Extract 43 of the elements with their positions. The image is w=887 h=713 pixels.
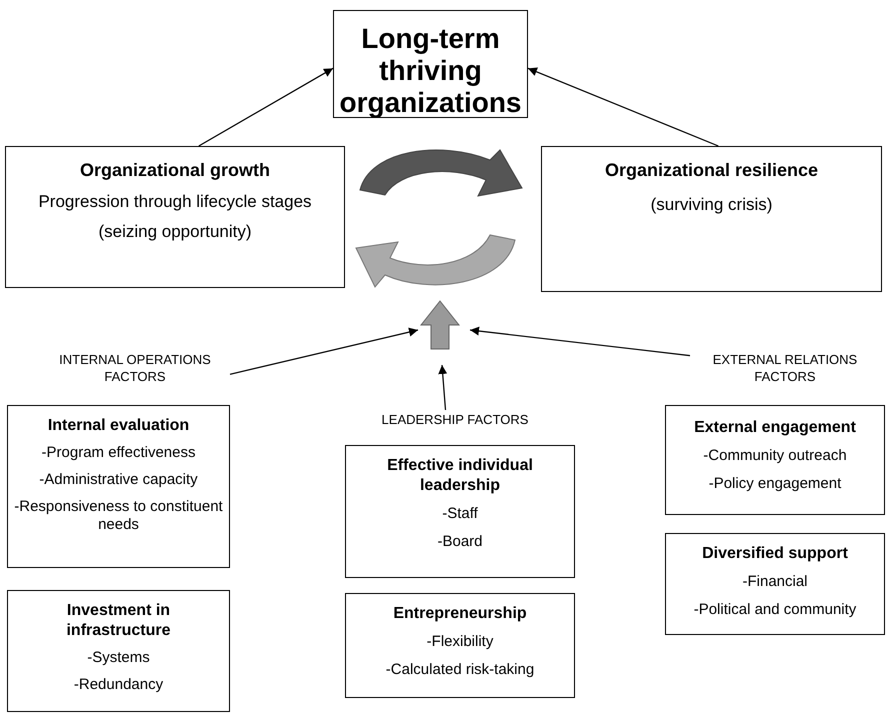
box-text: (seizing opportunity) bbox=[98, 220, 252, 242]
list-item: -Calculated risk-taking bbox=[386, 660, 534, 680]
arrow bbox=[528, 68, 719, 147]
text-box bbox=[333, 10, 528, 118]
text-box bbox=[5, 146, 345, 288]
box-heading: Long-term thriving organizations bbox=[338, 23, 522, 120]
box-text: Progression through lifecycle stages bbox=[38, 190, 312, 212]
box-heading: Effective individual leadership bbox=[386, 456, 534, 496]
box-heading: External engagement bbox=[694, 418, 856, 438]
arrow bbox=[230, 328, 418, 375]
list-item: -Staff bbox=[442, 505, 478, 524]
list-item: -Systems bbox=[87, 649, 150, 668]
box-heading: Organizational resilience bbox=[604, 159, 818, 182]
arrow bbox=[470, 326, 690, 356]
text-box bbox=[541, 146, 882, 292]
text-box bbox=[345, 593, 575, 698]
box-heading: Organizational growth bbox=[80, 159, 270, 182]
factor-label: EXTERNAL RELATIONS FACTORS bbox=[690, 352, 880, 388]
box-text: (surviving crisis) bbox=[650, 194, 772, 215]
box-heading: Internal evaluation bbox=[48, 416, 190, 436]
arrow bbox=[198, 68, 334, 147]
box-heading: Diversified support bbox=[702, 544, 848, 564]
list-item: -Program effectiveness bbox=[42, 444, 196, 463]
list-item: -Responsiveness to constituent needs bbox=[14, 498, 223, 535]
factor-label: INTERNAL OPERATIONS FACTORS bbox=[40, 352, 230, 388]
text-box bbox=[7, 405, 230, 568]
list-item: -Financial bbox=[742, 573, 808, 592]
arrow bbox=[438, 364, 448, 410]
list-item: -Board bbox=[437, 532, 483, 552]
list-item: -Political and community bbox=[694, 600, 856, 620]
text-box bbox=[345, 445, 575, 578]
text-box bbox=[665, 405, 885, 515]
box-heading: Investment in infrastructure bbox=[65, 601, 172, 641]
list-item: -Flexibility bbox=[426, 633, 494, 652]
text-box bbox=[665, 533, 885, 635]
list-item: -Community outreach bbox=[703, 447, 847, 466]
block-arrow bbox=[420, 300, 460, 350]
box-heading: Entrepreneurship bbox=[393, 604, 527, 624]
factor-label: LEADERSHIP FACTORS bbox=[360, 412, 550, 432]
list-item: -Policy engagement bbox=[708, 474, 842, 494]
text-box bbox=[7, 590, 230, 712]
list-item: -Redundancy bbox=[74, 676, 164, 694]
list-item: -Administrative capacity bbox=[39, 470, 198, 490]
